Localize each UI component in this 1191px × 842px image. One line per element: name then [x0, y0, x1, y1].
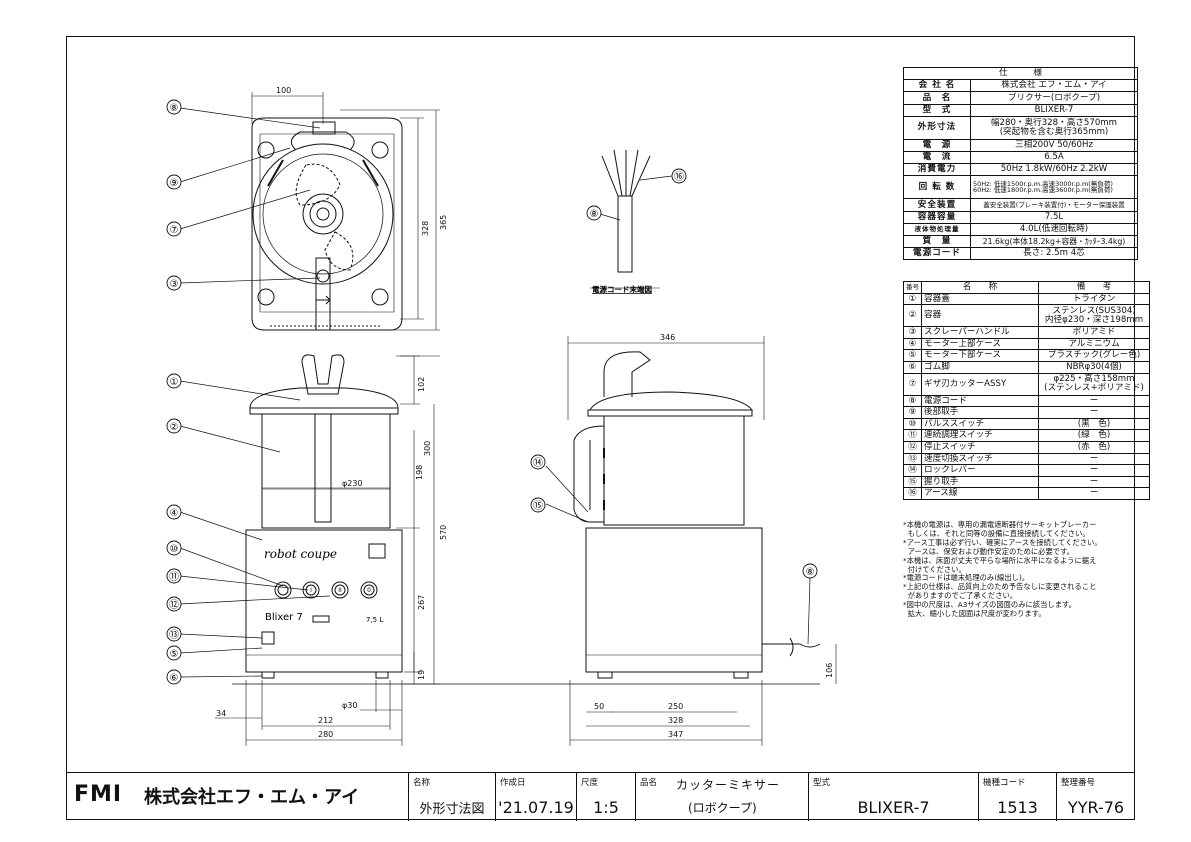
company-name: 株式会社エフ・エム・アイ: [144, 787, 360, 808]
svg-text:⑧: ⑧: [170, 103, 179, 114]
svg-text:φ30: φ30: [342, 701, 357, 710]
front-view: [245, 354, 403, 679]
svg-text:347: 347: [668, 730, 683, 739]
spec-header: 仕 様: [903, 66, 1138, 81]
svg-text:198: 198: [415, 465, 424, 480]
callout-labels: ⑧ ⑨ ⑦ ③ ① ② ④ ⑩ ⑪ ⑫ ⑬ ⑤ ⑥ ⑭ ⑮ ⑧ ⑯ ⑧: [169, 103, 814, 684]
svg-text:280: 280: [318, 730, 333, 739]
capacity-label: 7,5 L: [366, 616, 383, 624]
name-cell: 名称 外形寸法図: [408, 773, 495, 821]
svg-text:⑦: ⑦: [170, 225, 179, 236]
svg-text:I: I: [310, 587, 312, 594]
svg-text:0: 0: [367, 587, 371, 594]
svg-text:250: 250: [668, 702, 683, 711]
cord-caption: 電源コード末端図: [592, 284, 652, 294]
svg-text:③: ③: [170, 279, 179, 290]
svg-text:106: 106: [825, 663, 834, 678]
svg-text:⑫: ⑫: [169, 599, 179, 611]
code-cell: 機種コード 1513: [978, 773, 1056, 821]
notes: *本機の電源は、専用の漏電遮断器付サーキットブレーカー もしくは、それと同等の設…: [903, 520, 1102, 619]
cord-detail: [601, 149, 651, 273]
svg-text:⑩: ⑩: [170, 544, 179, 555]
top-view: [251, 117, 403, 331]
svg-text:300: 300: [423, 441, 432, 456]
svg-text:II: II: [338, 587, 342, 594]
scale-cell: 尺度 1:5: [576, 773, 635, 821]
svg-text:212: 212: [318, 716, 333, 725]
svg-text:⑧: ⑧: [590, 209, 599, 220]
svg-text:φ230: φ230: [342, 479, 363, 488]
svg-text:346: 346: [660, 333, 675, 342]
svg-text:328: 328: [421, 221, 430, 236]
svg-text:⑯: ⑯: [674, 171, 684, 183]
side-view: [573, 351, 821, 679]
svg-text:①: ①: [170, 377, 179, 388]
svg-text:267: 267: [417, 595, 426, 610]
svg-text:④: ④: [170, 508, 179, 519]
svg-text:102: 102: [417, 377, 426, 392]
model-label: Blixer 7: [265, 612, 303, 623]
svg-text:570: 570: [439, 525, 448, 540]
svg-text:50: 50: [594, 702, 604, 711]
svg-text:⑪: ⑪: [169, 571, 179, 583]
svg-text:⑧: ⑧: [806, 567, 815, 578]
svg-text:⑭: ⑭: [533, 457, 543, 469]
dimension-labels: 100 328 365 102 300 198 570 267 19 φ230 …: [216, 86, 834, 739]
svg-text:⑨: ⑨: [170, 178, 179, 189]
model-cell: 型式 BLIXER-7: [808, 773, 978, 821]
svg-text:⑬: ⑬: [169, 629, 179, 641]
svg-text:100: 100: [276, 86, 291, 95]
svg-text:365: 365: [439, 215, 448, 230]
svg-text:⑮: ⑮: [533, 500, 543, 512]
doc-number-cell: 整理番号 YYR-76: [1056, 773, 1135, 821]
title-block: FMI 株式会社エフ・エム・アイ 名称 外形寸法図 作成日 '21.07.19 …: [66, 772, 1135, 821]
svg-text:34: 34: [216, 709, 226, 718]
svg-text:⑤: ⑤: [170, 649, 179, 660]
svg-text:328: 328: [668, 716, 683, 725]
brand-label: robot coupe: [264, 547, 337, 561]
svg-text:②: ②: [170, 422, 179, 433]
spec-table: 仕 様 会 社 名株式会社 エフ・エム・アイ 品 名ブリクサー(ロボクープ) 型…: [903, 66, 1138, 261]
svg-text:19: 19: [417, 670, 426, 680]
date-cell: 作成日 '21.07.19: [495, 773, 576, 821]
fmi-logo: FMI: [74, 782, 123, 807]
product-cell: 品名 カッターミキサー (ロボクープ): [635, 773, 808, 821]
svg-text:⑥: ⑥: [170, 673, 179, 684]
